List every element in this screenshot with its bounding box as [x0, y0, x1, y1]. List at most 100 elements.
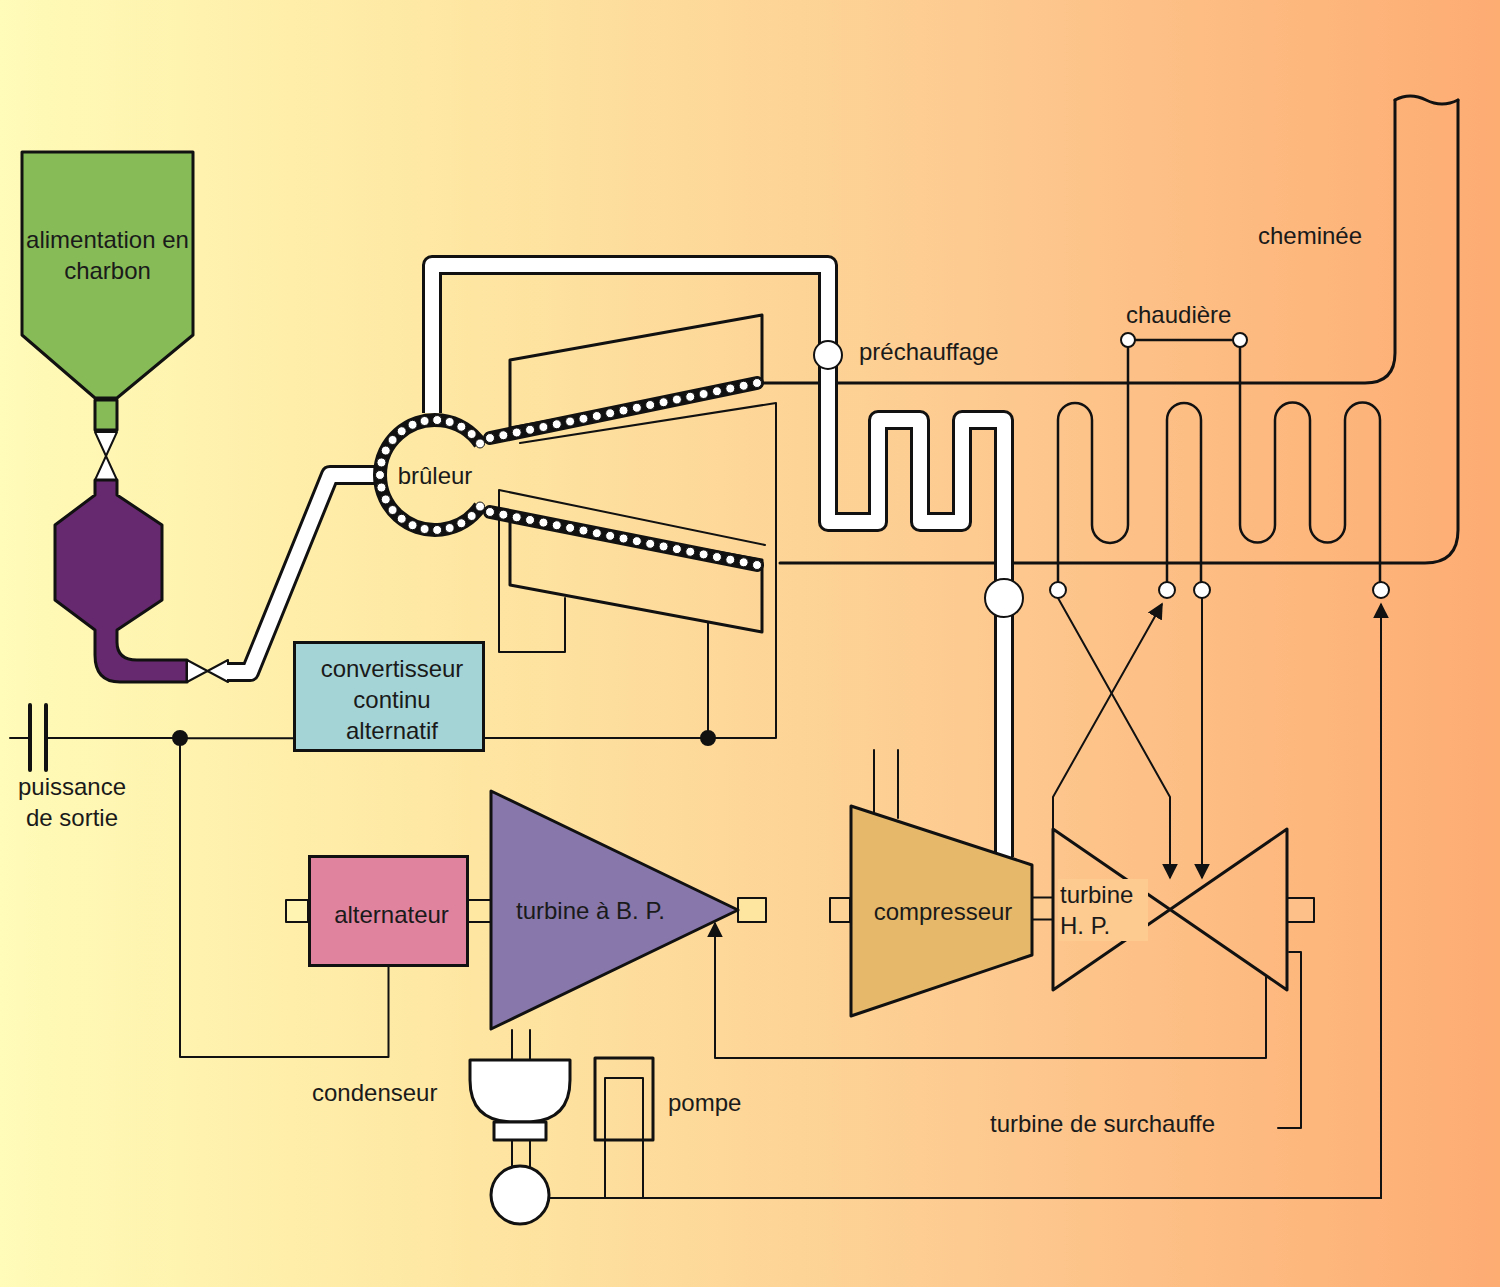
- electrode-bead: [686, 392, 695, 401]
- valve-circle: [1159, 582, 1175, 598]
- valve-circle: [1233, 333, 1247, 347]
- electrode-bead: [539, 518, 548, 527]
- electrode-bead: [377, 458, 386, 467]
- electrode-bead: [686, 547, 695, 556]
- electrode-bead: [467, 430, 476, 439]
- condenser-outlet: [512, 1140, 530, 1167]
- electrode-bead: [433, 416, 442, 425]
- electrode-bead: [739, 381, 748, 390]
- electrode-bead: [592, 412, 601, 421]
- node-text: compresseur: [874, 896, 1013, 927]
- hopper-spout: [95, 400, 117, 430]
- electrode-bead: [566, 523, 575, 532]
- valve-circle: [1373, 582, 1389, 598]
- converter-box: convertisseur continu alternatif: [293, 641, 485, 752]
- electrode-bead: [659, 542, 668, 551]
- valve-circle: [1050, 582, 1066, 598]
- preheat-label: préchauffage: [859, 336, 999, 367]
- junction-dot: [173, 731, 187, 745]
- output-wire: [10, 737, 180, 739]
- node-text: alimentation en charbon: [22, 224, 193, 286]
- electrode-band: [490, 383, 757, 438]
- shaft: [1032, 897, 1053, 921]
- electrode-wire: [707, 622, 709, 738]
- boiler-coil: [1167, 403, 1201, 590]
- electrode-bead: [672, 545, 681, 554]
- feed-valve: [95, 432, 117, 480]
- capacitor-symbol: [30, 705, 46, 770]
- electrode-bead: [712, 387, 721, 396]
- burner: brûleur: [373, 413, 497, 537]
- electrode-bead: [420, 416, 429, 425]
- node-text: turbine à B. P.: [516, 895, 665, 926]
- electrode-bead: [381, 495, 390, 504]
- node-text: convertisseur continu alternatif: [304, 653, 480, 746]
- electrode-bead: [457, 519, 466, 528]
- coal-feeder: [55, 480, 187, 682]
- text-wrap: compresseur: [854, 805, 1032, 1017]
- chimney-label: cheminée: [1258, 220, 1362, 251]
- text-wrap: alimentation en charbon: [20, 190, 195, 320]
- text-wrap: brûleur: [373, 413, 497, 537]
- valve-circle: [1121, 333, 1135, 347]
- electrode-bead: [420, 525, 429, 534]
- text-wrap: turbine à B. P.: [516, 790, 716, 1030]
- electrode-bead: [552, 521, 561, 530]
- junction-dot: [701, 731, 715, 745]
- electrode-bead: [552, 420, 561, 429]
- electrode-bead: [445, 417, 454, 426]
- electrode-bead: [499, 431, 508, 440]
- coal-hopper: alimentation en charbon: [20, 150, 195, 400]
- shaft-stub: [286, 900, 308, 922]
- electrode-bead: [659, 398, 668, 407]
- electrode-band: [490, 512, 757, 565]
- electrode-bead: [712, 553, 721, 562]
- boiler-label: chaudière: [1126, 299, 1231, 330]
- shaft-stub: [738, 898, 766, 922]
- electrode-bead: [739, 558, 748, 567]
- air-pipe: [432, 265, 1004, 857]
- electrode-bead: [606, 409, 615, 418]
- shaft-fill: [469, 901, 491, 921]
- shaft-stub: [1287, 898, 1314, 922]
- lp-turbine: turbine à B. P.: [490, 790, 740, 1030]
- electrode-wire: [499, 490, 765, 652]
- node-text: brûleur: [398, 460, 473, 491]
- burner-ring: [380, 420, 480, 530]
- electrode-bead: [726, 555, 735, 564]
- electrode-bead: [388, 506, 397, 515]
- electrode-bead: [377, 483, 386, 492]
- valve-circle: [814, 341, 842, 369]
- pump-symbol: [605, 1078, 643, 1198]
- condenser-symbol: [470, 1060, 570, 1122]
- boiler-coil: [1058, 340, 1380, 590]
- electrode-bead: [592, 529, 601, 538]
- electrode-bead: [376, 471, 385, 480]
- air-inlet: [874, 750, 898, 818]
- electrode-bead: [476, 502, 485, 511]
- steam-line: [1053, 604, 1162, 828]
- electrode-wire: [485, 403, 776, 738]
- electrode-bead: [512, 513, 521, 522]
- electrode-bead: [699, 390, 708, 399]
- node-text: alternateur: [334, 899, 449, 930]
- electrode-bead: [619, 534, 628, 543]
- compressor-shape: [851, 806, 1032, 1016]
- electrode-bead: [646, 401, 655, 410]
- electrode-bead: [512, 428, 521, 437]
- electrode-bead: [672, 395, 681, 404]
- exhaust-pipe: [512, 1030, 530, 1060]
- pump-symbol: [595, 1058, 653, 1140]
- electrode-bead: [486, 434, 495, 443]
- electrode-bead: [388, 435, 397, 444]
- electrode-bead: [445, 524, 454, 533]
- lp-turbine-shape: [491, 791, 738, 1029]
- electrode-bead: [408, 521, 417, 530]
- shaft: [469, 899, 491, 923]
- electrode-bead: [526, 425, 535, 434]
- electrode-bead: [619, 406, 628, 415]
- shaft-group: [1032, 908, 1053, 909]
